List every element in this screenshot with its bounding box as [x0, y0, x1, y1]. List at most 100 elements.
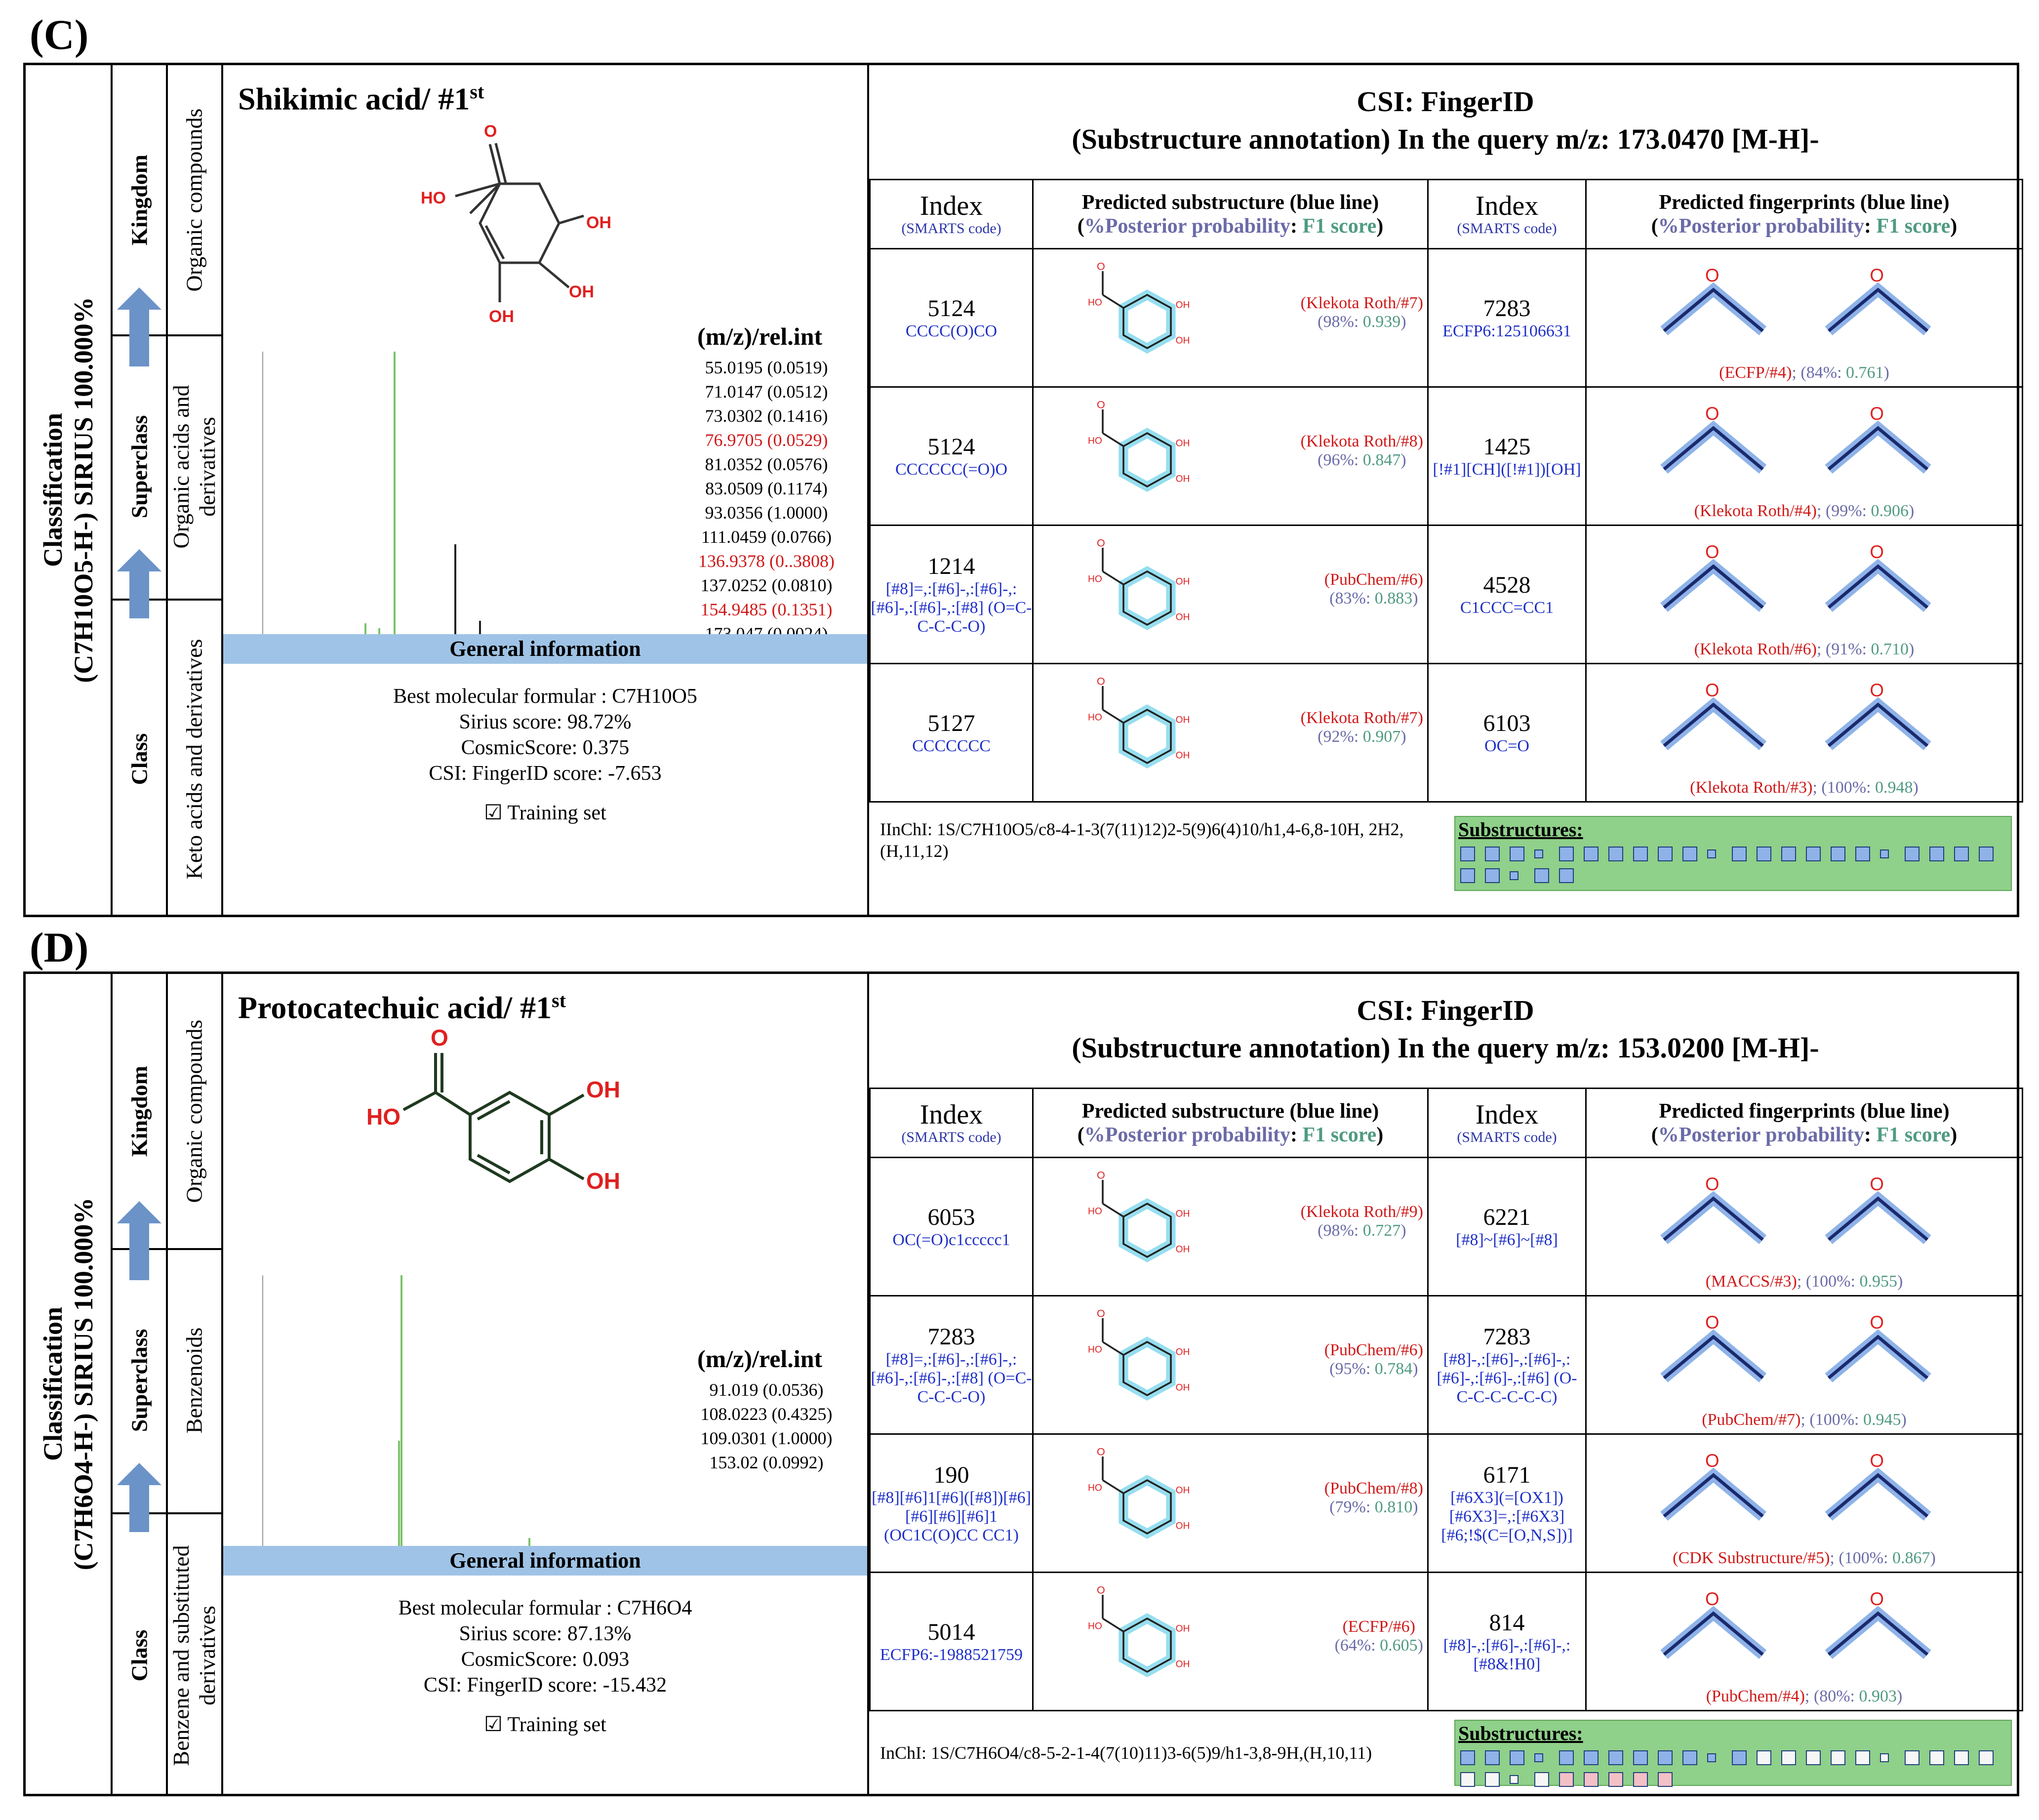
peak-entry: 76.9705 (0.0529) — [705, 430, 828, 450]
index-cell: 7283[#8]-,:[#6]-,:[#6]-,:[#6]-,:[#6]-,:[… — [1427, 1295, 1587, 1435]
substructure-square — [1534, 849, 1543, 858]
peak-entry: 137.0252 (0.0810) — [700, 575, 833, 595]
peak-entry: 71.0147 (0.0512) — [705, 382, 828, 402]
arrow-up-icon — [117, 287, 161, 366]
sirius-score: Sirius score: 87.13% — [459, 1622, 632, 1645]
csi-score: CSI: FingerID score: -7.653 — [429, 762, 662, 785]
svg-text:OH: OH — [586, 213, 611, 232]
substructure-square — [1584, 1750, 1599, 1765]
arrow-up-icon — [117, 549, 161, 618]
svg-text:OH: OH — [1176, 335, 1190, 346]
substructure-square — [1559, 868, 1574, 883]
ms-spectrum — [262, 1275, 623, 1567]
inchi-string: IInChI: 1S/C7H10O5/c8-4-1-3(7(11)12)2-5(… — [880, 819, 1404, 861]
svg-text:O: O — [1705, 680, 1719, 700]
peak-entry: 81.0352 (0.0576) — [705, 454, 828, 474]
index-cell: 190[#8][#6]1[#6]([#8])[#6][#6][#6][#6]1 … — [869, 1433, 1034, 1573]
svg-text:O: O — [484, 122, 497, 141]
substructure-square — [1460, 847, 1475, 861]
taxonomy-superclass: Organic acids and derivatives — [168, 384, 220, 549]
substructure-square — [1559, 1772, 1574, 1787]
substructure-square — [1460, 868, 1475, 883]
classification-column: Classification (C7H10O5-H-) SIRIUS 100.0… — [26, 65, 113, 915]
substructure-square — [1831, 847, 1845, 861]
sirius-score: Sirius score: 98.72% — [459, 711, 632, 733]
fingerprint-table: Index(SMARTS code) Predicted substructur… — [869, 1088, 2023, 1711]
substructure-square — [1855, 847, 1870, 861]
peak-list: 55.0195 (0.0519)71.0147 (0.0512)73.0302 … — [682, 356, 850, 646]
index-cell: 814[#8]-,:[#6]-,:[#6]-,:[#8&!H0] — [1427, 1572, 1587, 1711]
svg-text:O: O — [1097, 1169, 1105, 1181]
substructure-square — [1584, 1772, 1599, 1787]
substructure-square — [1510, 847, 1524, 861]
substructure-square — [1757, 1750, 1771, 1765]
panel-label: (C) — [30, 11, 89, 58]
spectrum-title: (m/z)/rel.int — [697, 1345, 823, 1373]
taxonomy-superclass: Benzenoids — [181, 1327, 207, 1433]
taxonomy-class: Benzene and substituted derivatives — [168, 1545, 220, 1766]
substructures-box: Substructures: — [1454, 1720, 2012, 1787]
classification-text: Classification (C7H10O5-H-) SIRIUS 100.0… — [38, 297, 98, 683]
substructure-square — [1929, 1750, 1944, 1765]
svg-text:O: O — [1870, 1174, 1884, 1194]
ms-spectrum — [262, 352, 613, 663]
index-cell: 1425[!#1][CH]([!#1])[OH] — [1427, 386, 1587, 526]
header-predicted-substructure: Predicted substructure (blue line)(%Post… — [1032, 1088, 1429, 1158]
table-row: 1214[#8]=,:[#6]-,:[#6]-,:[#6]-,:[#6]-,:[… — [869, 525, 2023, 664]
substructure-square — [1806, 847, 1821, 861]
substructure-square — [1633, 847, 1648, 861]
csi-fingerid-section: CSI: FingerID (Substructure annotation) … — [869, 65, 2023, 915]
svg-text:HO: HO — [1088, 1621, 1102, 1632]
svg-text:OH: OH — [586, 1077, 620, 1102]
cosmic-score: CosmicScore: 0.093 — [461, 1648, 630, 1671]
svg-text:HO: HO — [1088, 1483, 1102, 1494]
svg-text:O: O — [1097, 1307, 1105, 1320]
header-index-2: Index(SMARTS code) — [1427, 179, 1587, 249]
best-formula: Best molecular formular : C7H6O4 — [398, 1597, 692, 1619]
substructure-square — [1781, 1750, 1796, 1765]
svg-text:OH: OH — [489, 307, 514, 326]
training-set: ☑ Training set — [484, 1713, 606, 1736]
svg-text:O: O — [1870, 1589, 1884, 1609]
taxonomy-kingdom: Organic compounds — [181, 108, 207, 291]
compound-name: Shikimic acid/ #1st — [238, 81, 484, 117]
svg-text:HO: HO — [1088, 298, 1102, 308]
substructure-square — [1608, 1750, 1623, 1765]
peak-entry: 83.0509 (0.1174) — [705, 479, 828, 498]
substructure-square — [1633, 1750, 1648, 1765]
substructure-square — [1534, 1753, 1543, 1762]
svg-text:HO: HO — [1088, 436, 1102, 446]
molecule-structure: O HO OH OH — [366, 1025, 620, 1194]
peak-entry: 111.0459 (0.0766) — [701, 527, 832, 547]
substructure-square — [1880, 849, 1889, 858]
substructure-square — [1485, 868, 1500, 883]
svg-text:O: O — [1870, 265, 1884, 285]
header-predicted-substructure: Predicted substructure (blue line)(%Post… — [1032, 179, 1429, 249]
substructure-square — [1658, 1750, 1673, 1765]
svg-text:O: O — [1097, 399, 1105, 411]
svg-text:OH: OH — [1176, 1485, 1190, 1496]
training-set: ☑ Training set — [484, 802, 606, 824]
svg-text:OH: OH — [1176, 474, 1190, 484]
substructure-square — [1905, 847, 1919, 861]
svg-text:O: O — [1097, 260, 1105, 273]
compound-name: Protocatechuic acid/ #1st — [238, 989, 566, 1025]
substructure-square — [1979, 847, 1994, 861]
peak-entry: 136.9378 (0..3808) — [698, 551, 835, 571]
panel-label: (D) — [30, 924, 89, 971]
header-index: Index(SMARTS code) — [869, 179, 1034, 249]
